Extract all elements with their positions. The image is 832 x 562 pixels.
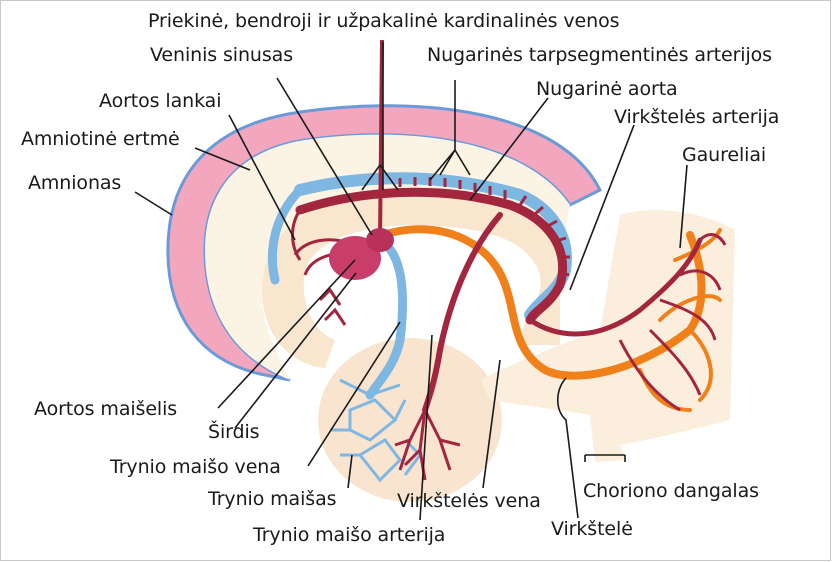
label-dorsal-aorta: Nugarinė aorta [536,78,678,100]
label-venous-sinus: Veninis sinusas [150,44,293,66]
label-aortic-sac: Aortos maišelis [34,398,177,420]
cardinal-trunk [380,40,382,240]
label-amnion: Amnionas [28,172,121,194]
label-cardinal-veins: Priekinė, bendroji ir užpakalinė kardina… [148,10,619,32]
label-intersegmental-arteries: Nugarinės tarpsegmentinės arterijos [427,44,772,66]
label-yolk-sac: Trynio maišas [208,488,336,510]
label-chorion: Choriono dangalas [583,480,759,502]
label-yolk-vein: Trynio maišo vena [110,456,281,478]
label-umbilical-vein: Virkštelės vena [397,490,541,512]
yolk-sac-shape [318,338,502,502]
label-umbilical-cord: Virkštelė [551,518,633,540]
label-umbilical-artery: Virkštelės arterija [614,106,779,128]
label-heart: Širdis [208,421,259,443]
label-amniotic-cavity: Amniotinė ertmė [21,128,180,150]
label-yolk-artery: Trynio maišo arterija [253,524,445,546]
label-villi: Gaureliai [682,144,766,166]
label-aortic-arches: Aortos lankai [99,90,221,112]
